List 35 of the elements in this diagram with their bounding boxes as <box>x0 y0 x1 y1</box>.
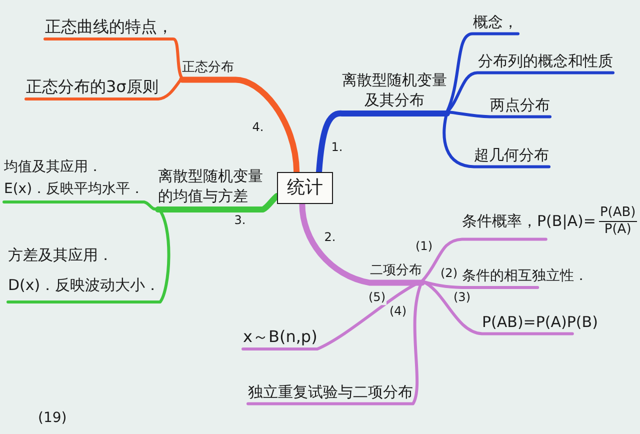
branch-line <box>2 200 160 211</box>
branch-label: 二项分布 <box>370 263 422 280</box>
branch-label: 离散型随机变量的均值与方差 <box>158 166 263 206</box>
branch-label: 两点分布 <box>490 96 550 115</box>
branch-number: (3) <box>452 291 472 305</box>
branch-label: 方差及其应用．D(x)．反映波动大小． <box>8 240 160 300</box>
branch-label: 条件的相互独立性． <box>462 268 588 286</box>
fraction-denominator: P(A) <box>604 222 632 238</box>
branch-label: 正态分布 <box>182 60 234 76</box>
fraction-numerator: P(AB) <box>598 205 637 222</box>
branch-label: 分布列的概念和性质 <box>478 52 613 71</box>
topic-box: 统计 <box>277 172 333 204</box>
branch-label: x～B(n,p) <box>243 327 318 347</box>
branch-number: (2) <box>440 267 458 281</box>
branch-label: 独立重复试验与二项分布 <box>248 383 413 402</box>
branch-label: 均值及其应用．E(x)．反映平均水平． <box>4 156 144 200</box>
branch-line <box>179 76 300 175</box>
branch-line <box>24 76 184 100</box>
branch-line <box>44 38 184 80</box>
branch-line <box>6 206 170 304</box>
branch-line <box>446 32 520 114</box>
branch-label: P(AB)=P(A)P(B) <box>482 313 598 332</box>
branch-line <box>420 280 540 289</box>
branch-label: 条件概率，P(B|A)= <box>462 212 596 230</box>
branch-line <box>420 238 548 283</box>
branch-label: 正态分布的3σ原则 <box>26 77 158 97</box>
branch-label: 离散型随机变量及其分布 <box>342 70 447 110</box>
branch-number: (4) <box>388 305 408 319</box>
page-number: (19) <box>38 410 67 427</box>
branch-number: (5) <box>368 291 386 305</box>
branch-label: 正态曲线的特点， <box>45 17 173 37</box>
branch-line <box>316 110 450 175</box>
branch-label: 概念， <box>473 13 518 32</box>
branch-number: (1) <box>414 240 434 254</box>
branch-label: 超几何分布 <box>474 146 549 165</box>
